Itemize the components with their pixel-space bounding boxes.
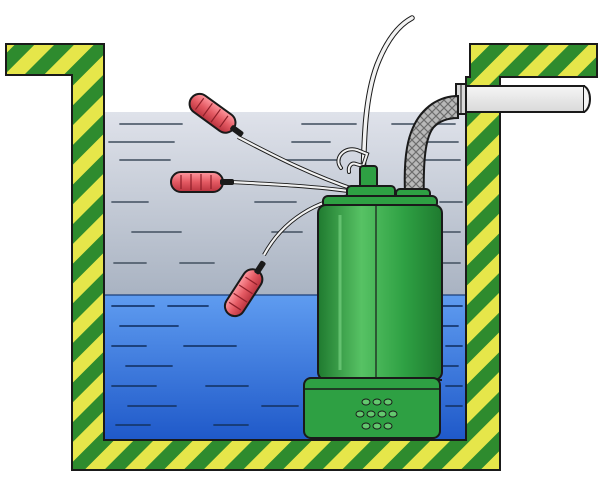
left-wall bbox=[6, 44, 104, 470]
pit-wall-inner-line bbox=[103, 75, 467, 441]
float-switch-middle bbox=[170, 171, 234, 193]
pump-vent-hole bbox=[361, 422, 371, 430]
water-ripples bbox=[111, 305, 463, 426]
float-body-middle bbox=[170, 171, 224, 193]
float-ridges-upper bbox=[194, 97, 229, 128]
outlet-pipe bbox=[455, 83, 591, 115]
pump-vent-hole bbox=[383, 422, 393, 430]
pump-vents bbox=[355, 398, 398, 430]
float-tip-middle bbox=[220, 179, 234, 185]
pump-vent-hole bbox=[388, 410, 398, 418]
pump-vent-hole bbox=[361, 398, 371, 406]
hose-body bbox=[403, 94, 459, 213]
float-cable-upper-fill bbox=[237, 136, 357, 192]
pump-vent-hole bbox=[355, 410, 365, 418]
outlet-pipe-body bbox=[461, 85, 585, 113]
float-ridges-lower bbox=[228, 276, 258, 311]
submersible-pump bbox=[303, 147, 443, 439]
pump-vent-hole bbox=[372, 398, 382, 406]
outlet-pipe-end bbox=[583, 85, 591, 113]
float-tip-upper bbox=[230, 125, 244, 137]
pump-handle-fill bbox=[337, 148, 369, 173]
pump-vent-hole bbox=[377, 410, 387, 418]
pump-housing bbox=[317, 204, 443, 381]
float-switch-upper bbox=[188, 92, 244, 137]
float-cable-middle-fill bbox=[229, 180, 357, 194]
pump-vent-hole bbox=[372, 422, 382, 430]
pump-vent-hole bbox=[366, 410, 376, 418]
pit-walls bbox=[5, 43, 598, 471]
pump-vent-hole bbox=[383, 398, 393, 406]
float-switch-lower bbox=[223, 260, 266, 318]
float-ridges-middle bbox=[180, 174, 212, 190]
float-tip-lower bbox=[254, 260, 266, 275]
pump-base bbox=[303, 377, 441, 439]
